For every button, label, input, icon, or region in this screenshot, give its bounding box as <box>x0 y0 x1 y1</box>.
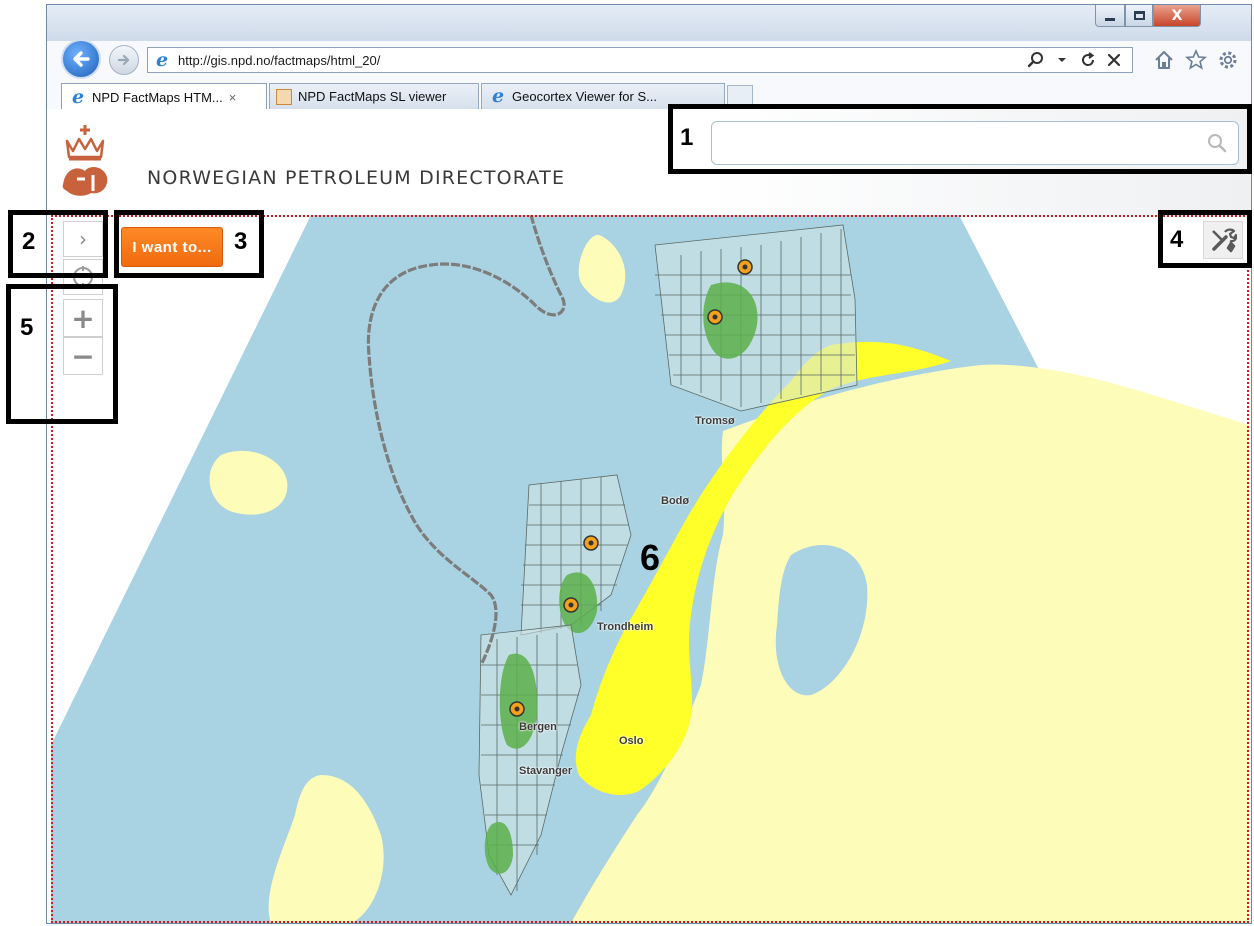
address-bar[interactable]: e http://gis.npd.no/factmaps/html_20/ <box>147 47 1133 73</box>
place-label-trondheim: Trondheim <box>597 621 654 633</box>
fields-barents-sea <box>703 282 758 359</box>
ie-logo-icon: e <box>71 85 85 108</box>
crosshair-icon <box>72 266 94 288</box>
web-page: NORWEGIAN PETROLEUM DIRECTORATE <box>47 109 1251 923</box>
land-scandinavia <box>571 364 1249 923</box>
expand-panel-button[interactable]: › <box>63 221 103 257</box>
ie-logo-icon: e <box>155 48 169 71</box>
npd-favicon-icon <box>276 88 292 105</box>
land-iceland <box>209 450 288 515</box>
address-tools <box>1026 50 1124 70</box>
callout-number-2: 2 <box>22 228 36 255</box>
site-header: NORWEGIAN PETROLEUM DIRECTORATE <box>47 109 1251 215</box>
settings-gear-icon[interactable] <box>1217 49 1239 75</box>
maximize-icon <box>1133 11 1145 20</box>
place-label-bodo: Bodø <box>661 495 690 507</box>
plus-icon: + <box>71 301 95 335</box>
locate-button[interactable] <box>63 259 103 295</box>
zoom-in-button[interactable]: + <box>63 299 103 337</box>
i-want-to-button[interactable]: I want to... <box>121 227 223 267</box>
land-island-north <box>578 234 626 303</box>
land-norway <box>575 341 951 796</box>
arrow-left-icon <box>73 51 90 67</box>
title-bar <box>47 5 1251 41</box>
callout-number-3: 3 <box>234 228 248 255</box>
callout-number-1: 1 <box>680 124 694 151</box>
field-markers <box>509 259 753 717</box>
browser-toolbar-icons <box>1153 49 1239 75</box>
tab-label: NPD FactMaps SL viewer <box>298 89 447 104</box>
npd-crown-logo <box>62 125 108 196</box>
stop-icon[interactable] <box>1104 50 1124 70</box>
tab-npd-factmaps-html[interactable]: e NPD FactMaps HTM... × <box>61 83 267 110</box>
callout-number-6: 6 <box>640 537 661 578</box>
map-view[interactable]: Tromsø Bodø Trondheim Bergen Oslo Stavan… <box>51 215 1249 923</box>
arrow-right-icon <box>117 54 130 66</box>
organization-name: NORWEGIAN PETROLEUM DIRECTORATE <box>147 167 566 189</box>
favorites-star-icon[interactable] <box>1184 49 1208 75</box>
tab-label: Geocortex Viewer for S... <box>512 89 657 104</box>
forward-button[interactable] <box>109 45 139 75</box>
fields-south-north-sea <box>484 821 513 874</box>
callout-number-5: 5 <box>20 314 34 341</box>
browser-window: X e http://gis.npd.no/factmaps/html_20/ <box>46 4 1252 924</box>
place-label-tromso: Tromsø <box>695 415 735 427</box>
zoom-out-button[interactable]: − <box>63 337 103 375</box>
place-label-bergen: Bergen <box>519 721 557 733</box>
tab-label: NPD FactMaps HTM... <box>92 89 223 105</box>
minimize-button[interactable] <box>1095 5 1125 27</box>
land-britain <box>268 775 384 923</box>
back-button[interactable] <box>61 39 101 79</box>
lake-gulf-of-bothnia <box>775 545 868 696</box>
fields-north-sea <box>499 653 538 749</box>
map-canvas[interactable] <box>51 215 1249 923</box>
search-icon[interactable] <box>1207 133 1227 153</box>
minus-icon: − <box>71 339 95 373</box>
refresh-icon[interactable] <box>1078 50 1098 70</box>
dropdown-icon[interactable] <box>1052 50 1072 70</box>
search-icon[interactable] <box>1026 50 1046 70</box>
chevron-right-icon: › <box>79 227 87 251</box>
ie-logo-icon: e <box>491 85 505 107</box>
maximize-button[interactable] <box>1125 5 1153 27</box>
tab-close-icon[interactable]: × <box>228 89 237 105</box>
place-label-oslo: Oslo <box>619 735 644 747</box>
close-icon: X <box>1171 7 1183 24</box>
tools-wrench-screwdriver-icon <box>1212 228 1237 253</box>
search-input[interactable] <box>711 121 1239 165</box>
home-icon[interactable] <box>1153 49 1175 75</box>
close-button[interactable]: X <box>1153 5 1201 27</box>
callout-number-4: 4 <box>1170 226 1184 253</box>
place-label-stavanger: Stavanger <box>519 765 573 777</box>
tab-npd-factmaps-sl[interactable]: NPD FactMaps SL viewer <box>269 83 479 109</box>
tab-strip: e NPD FactMaps HTM... × NPD FactMaps SL … <box>47 79 1251 110</box>
new-tab-button[interactable] <box>727 85 753 109</box>
maritime-boundary <box>366 215 566 666</box>
tools-button[interactable] <box>1203 221 1243 259</box>
tab-geocortex-viewer[interactable]: e Geocortex Viewer for S... <box>481 83 725 109</box>
minimize-icon <box>1105 18 1115 21</box>
address-url[interactable]: http://gis.npd.no/factmaps/html_20/ <box>178 52 381 68</box>
